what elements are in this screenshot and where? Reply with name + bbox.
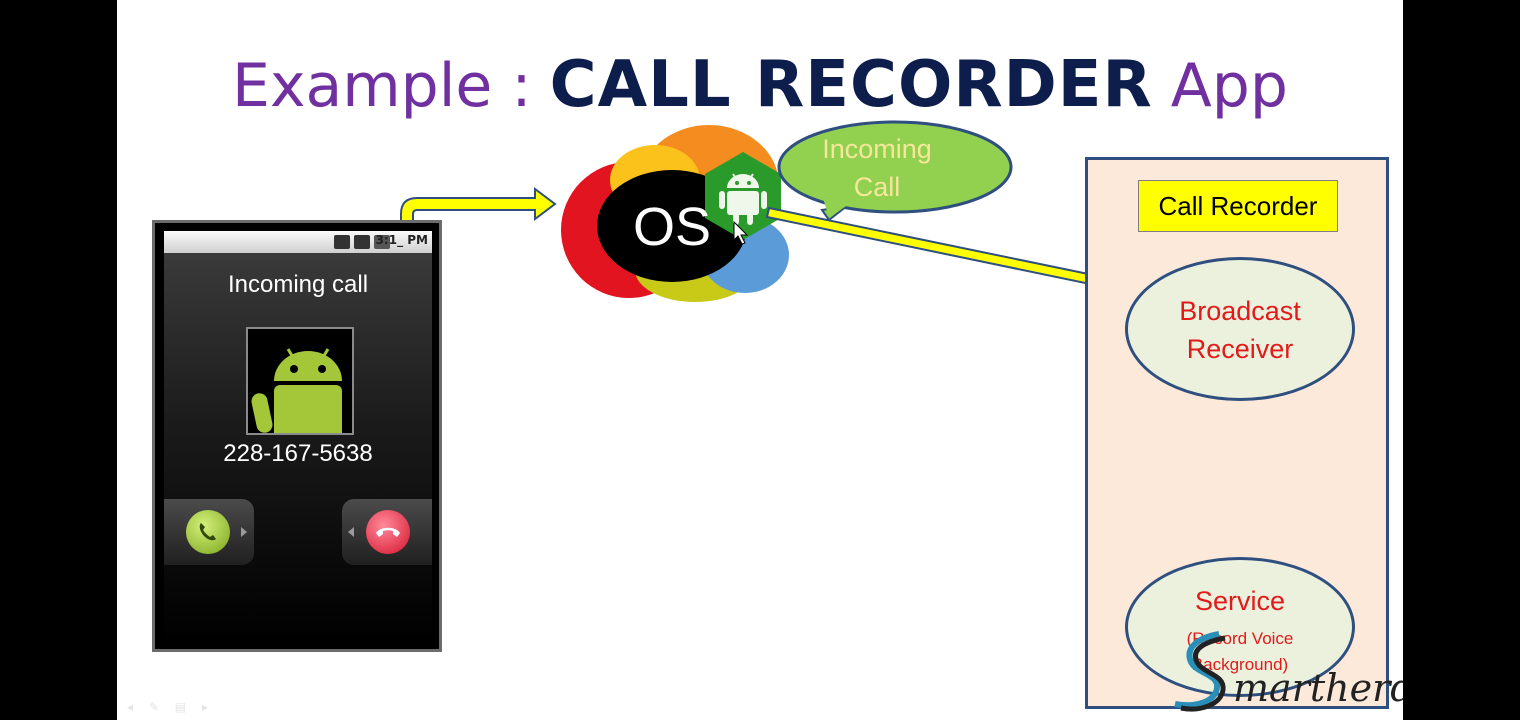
phone-mockup: 3:1_ PM Incoming call 228-167-5638 — [152, 220, 442, 652]
phone-hangup-icon — [376, 527, 400, 537]
slide-left-icon — [348, 527, 354, 537]
call-recorder-title: Call Recorder — [1138, 180, 1338, 232]
status-time: 3:1_ PM — [375, 233, 428, 247]
answer-slider[interactable] — [164, 499, 254, 565]
caller-avatar — [246, 327, 354, 435]
incoming-call-label: Incoming call — [227, 271, 369, 298]
decline-call-button[interactable] — [366, 510, 410, 554]
title-main: CALL RECORDER — [549, 48, 1153, 122]
watermark-text: martherd — [1233, 666, 1403, 710]
android-badge-icon — [705, 152, 781, 240]
diagram-graphics — [400, 120, 1256, 552]
incoming-call-bubble-text: Incoming Call — [777, 130, 977, 206]
signal-icon — [354, 235, 370, 249]
status-bar: 3:1_ PM — [164, 231, 432, 253]
mouse-cursor-icon — [733, 220, 749, 245]
smartherd-logo-icon — [1174, 631, 1226, 712]
receiver-line-2: Receiver — [1186, 334, 1294, 364]
decline-slider[interactable] — [342, 499, 432, 565]
service-node: Service (Record Voice Background) — [1125, 557, 1355, 697]
receiver-line-1: Broadcast — [1179, 296, 1301, 326]
battery-icon — [374, 235, 390, 249]
broadcast-receiver-node: Broadcast Receiver — [1125, 257, 1355, 401]
service-detail-2: Background) — [1191, 655, 1289, 674]
title-prefix: Example : — [232, 51, 532, 121]
arrow-phone-to-os — [400, 187, 557, 236]
phone-answer-icon — [199, 523, 216, 541]
title-suffix: App — [1170, 51, 1288, 121]
call-recorder-panel: Call Recorder Broadcast Receiver Service… — [1085, 157, 1389, 709]
incoming-call-bubble — [777, 120, 1013, 222]
3g-icon — [334, 235, 350, 249]
bubble-line-2: Call — [853, 172, 901, 202]
service-label: Service — [1194, 586, 1286, 616]
slide-right-icon — [241, 527, 247, 537]
caller-number: 228-167-5638 — [223, 440, 373, 467]
incoming-call-screen: Incoming call 228-167-5638 — [164, 253, 432, 643]
answer-call-button[interactable] — [186, 510, 230, 554]
slideshow-nav-controls[interactable]: ◂ ✎ ▤ ▸ — [127, 700, 214, 714]
bubble-line-1: Incoming — [822, 134, 932, 164]
android-robot-icon — [251, 348, 342, 433]
os-label: OS — [632, 197, 712, 257]
